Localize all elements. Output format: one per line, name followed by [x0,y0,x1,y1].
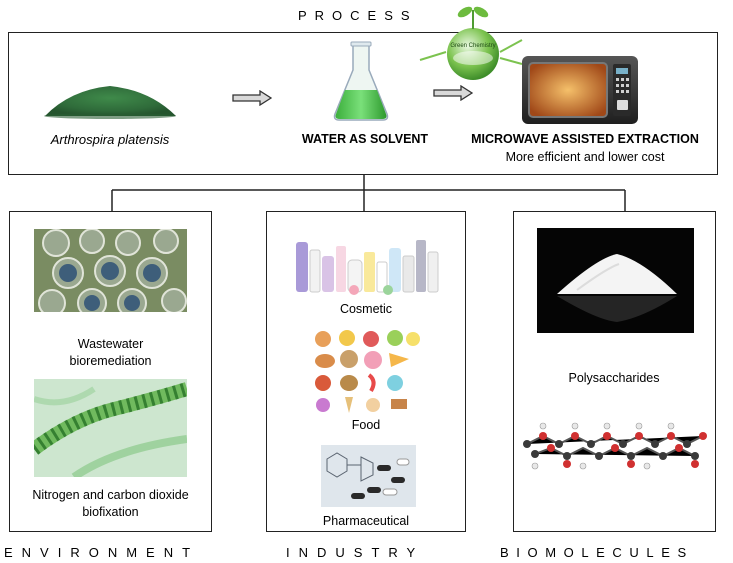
pharmaceutical-image [321,445,416,507]
cosmetic-products-image [292,234,440,296]
organism-label: Arthrospira platensis [50,132,170,147]
wastewater-plant-image [34,229,187,312]
green-chemistry-badge-icon [418,2,528,102]
spirulina-powder-image [40,80,180,120]
method-note-label: More efficient and lower cost [505,150,665,164]
polysaccharide-powder-image [537,228,694,333]
environment-title: ENVIRONMENT [4,545,200,560]
biomolecules-item-polysaccharides: Polysaccharides [568,371,660,385]
microwave-icon [521,54,639,128]
food-icons-image [311,329,421,415]
industry-item-cosmetic: Cosmetic [339,302,393,316]
environment-item-wastewater: Wastewater bioremediation [69,337,152,368]
industry-item-pharmaceutical: Pharmaceutical [322,514,410,528]
environment-item-biofixation: Nitrogen and carbon dioxide biofixation [32,488,189,519]
biomolecules-title: BIOMOLECULES [500,545,694,560]
process-title: PROCESS [298,8,418,23]
flask-icon [331,40,391,122]
industry-title: INDUSTRY [286,545,425,560]
industry-item-food: Food [351,418,381,432]
badge-text: Green Chemistry [450,43,496,49]
arrow-right-icon [232,90,272,106]
spirulina-filament-image [34,379,187,477]
method-label: MICROWAVE ASSISTED EXTRACTION [471,132,699,146]
solvent-label: WATER AS SOLVENT [301,132,429,146]
polysaccharide-molecule-image [521,414,711,480]
arrow-right-icon [433,85,473,101]
connector-lines [0,0,733,220]
